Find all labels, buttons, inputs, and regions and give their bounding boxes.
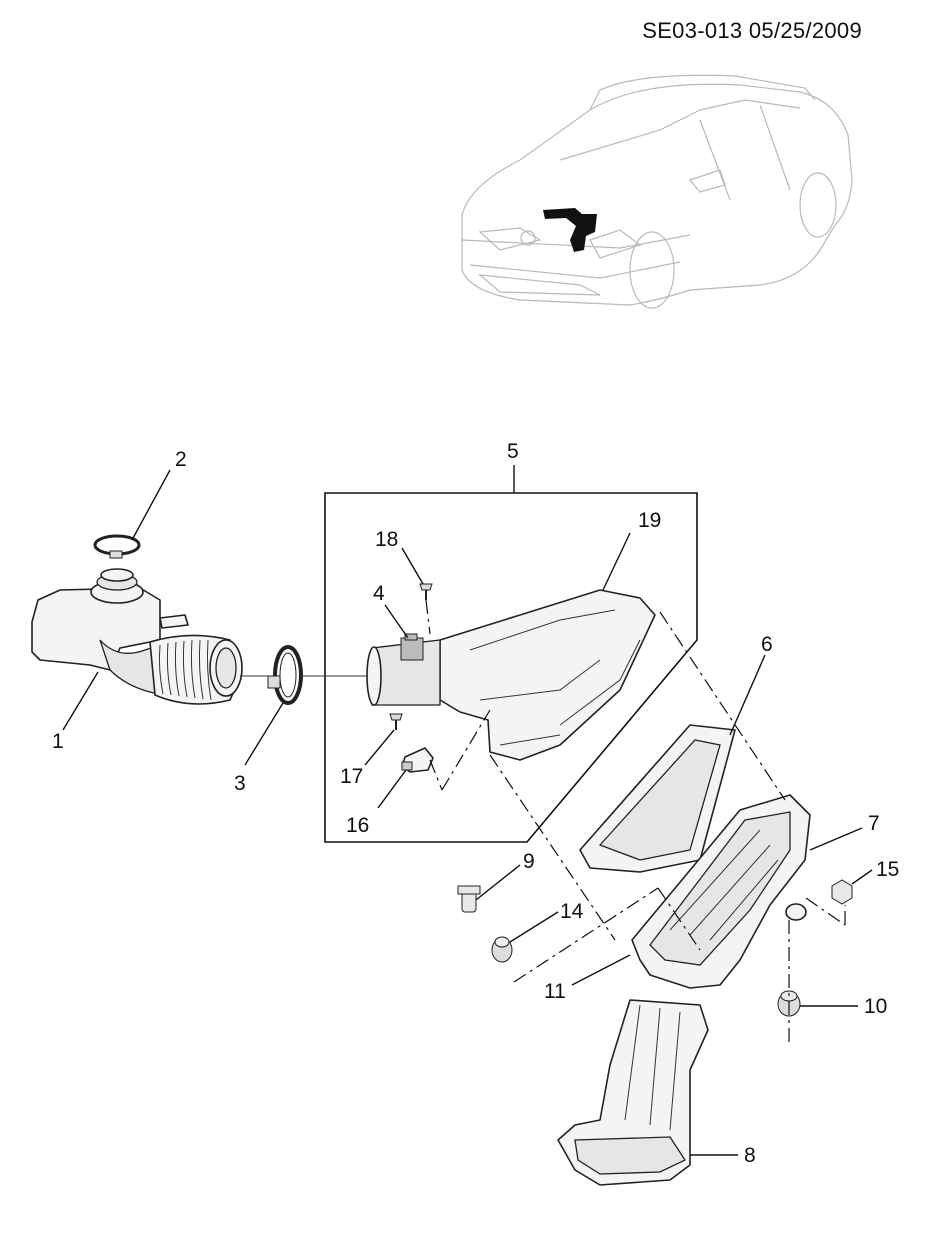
callout-7: 7 bbox=[868, 812, 880, 835]
callout-9: 9 bbox=[523, 850, 535, 873]
part-17-screw bbox=[389, 713, 403, 730]
callout-17: 17 bbox=[340, 765, 363, 788]
leader-lines bbox=[62, 469, 873, 1156]
callout-1: 1 bbox=[52, 730, 64, 753]
callout-5: 5 bbox=[507, 440, 519, 463]
callout-16: 16 bbox=[346, 814, 369, 837]
callout-3: 3 bbox=[234, 772, 246, 795]
callout-15: 15 bbox=[876, 858, 899, 881]
part-14-grommet bbox=[491, 936, 513, 963]
part-1-intake-duct bbox=[31, 568, 243, 705]
part-16-sensor bbox=[401, 747, 434, 773]
callout-18: 18 bbox=[375, 528, 398, 551]
car-locator-illustration bbox=[461, 74, 853, 309]
part-2-clamp bbox=[93, 534, 141, 559]
part-15-nut bbox=[831, 879, 853, 905]
part-9-fitting bbox=[457, 885, 481, 913]
callout-10: 10 bbox=[864, 995, 887, 1018]
callout-6: 6 bbox=[761, 633, 773, 656]
callout-11: 11 bbox=[544, 980, 566, 1003]
part-18-screw bbox=[419, 583, 433, 600]
callout-labels: 1 2 3 4 5 6 7 8 9 10 11 14 15 16 17 18 1… bbox=[52, 440, 899, 1167]
callout-4: 4 bbox=[373, 582, 385, 605]
assembly-box-5 bbox=[324, 492, 698, 843]
diagram-reference-label: SE03-013 05/25/2009 bbox=[642, 18, 862, 43]
callout-14: 14 bbox=[560, 900, 584, 923]
callout-2: 2 bbox=[175, 448, 187, 471]
part-6-filter-element bbox=[579, 724, 736, 873]
part-7-lower-housing bbox=[631, 794, 811, 989]
air-intake-highlight bbox=[543, 208, 597, 252]
callout-8: 8 bbox=[744, 1144, 756, 1167]
part-8-inlet-duct bbox=[557, 999, 709, 1186]
part-3-clamp bbox=[267, 645, 303, 705]
callout-19: 19 bbox=[638, 509, 661, 532]
part-19-air-cleaner-upper bbox=[366, 589, 656, 761]
